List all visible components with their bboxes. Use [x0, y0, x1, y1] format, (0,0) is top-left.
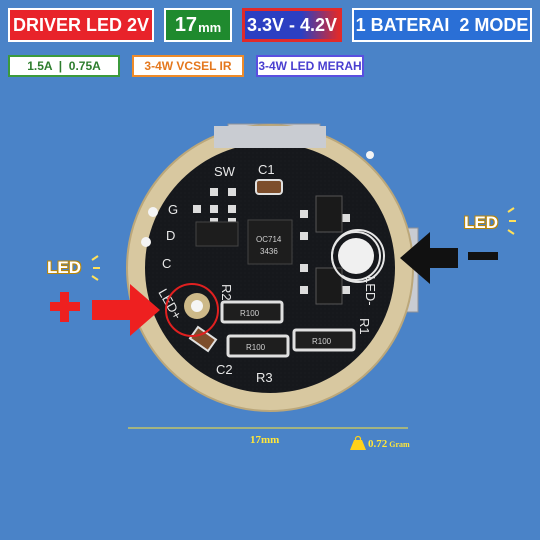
led-label-left: LED [47, 258, 81, 277]
svg-text:R100: R100 [240, 309, 260, 318]
led-label-right: LED [464, 213, 498, 232]
led-plus-highlight [165, 283, 219, 337]
svg-text:C2: C2 [216, 362, 233, 377]
diameter-label: 17mm [250, 434, 280, 446]
svg-text:LED-: LED- [363, 276, 378, 306]
svg-text:R1: R1 [357, 318, 372, 335]
weight-unit: Gram [389, 440, 410, 449]
svg-text:D: D [166, 228, 175, 243]
vcsel-tag: 3-4W VCSEL IR [132, 55, 244, 77]
weight-value: 0.72 [368, 438, 388, 450]
current-tag: 1.5A | 0.75A [8, 55, 120, 77]
mode-badge: 1 BATERAI 2 MODE [352, 8, 532, 42]
size-number: 17 [174, 13, 198, 36]
svg-text:R2: R2 [219, 284, 234, 301]
svg-text:R100: R100 [312, 337, 332, 346]
svg-text:R100: R100 [246, 343, 266, 352]
svg-text:C: C [162, 256, 171, 271]
led-minus-highlight [331, 229, 385, 283]
led-red-tag: 3-4W LED MERAH [256, 55, 364, 77]
red-arrow [92, 284, 160, 336]
size-unit: mm [198, 20, 222, 35]
driver-badge: DRIVER LED 2V [8, 8, 154, 42]
svg-text:SW: SW [214, 164, 236, 179]
weight-icon [350, 440, 366, 450]
svg-text:R3: R3 [256, 370, 273, 385]
svg-text:G: G [168, 202, 178, 217]
svg-text:3436: 3436 [260, 247, 278, 256]
voltage-badge: 3.3V - 4.2V [242, 8, 342, 42]
black-arrow [400, 232, 458, 284]
svg-text:OC714: OC714 [256, 235, 282, 244]
svg-text:C1: C1 [258, 162, 275, 177]
